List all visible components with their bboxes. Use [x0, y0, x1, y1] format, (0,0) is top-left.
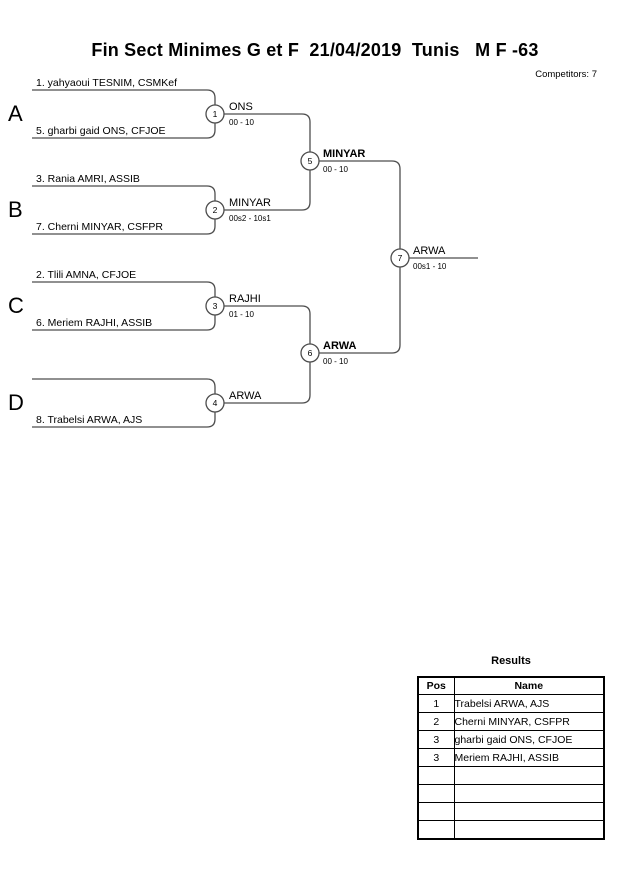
result-name — [453, 784, 605, 803]
page-title: Fin Sect Minimes G et F 21/04/2019 Tunis… — [91, 40, 539, 60]
result-name — [453, 766, 605, 785]
match-circle-3 — [205, 296, 225, 316]
player-name-c-bottom: 6. Meriem RAJHI, ASSIB — [36, 317, 153, 329]
results-row-1: 1 Trabelsi ARWA, AJS — [417, 694, 605, 713]
player-name-a-bottom: 5. gharbi gaid ONS, CFJOE — [36, 125, 166, 137]
match-winner-2: MINYAR — [229, 197, 271, 209]
result-pos: 2 — [417, 712, 455, 731]
bracket-line-a-top — [32, 89, 216, 105]
connector-match2-to-5 — [224, 170, 311, 211]
result-pos — [417, 766, 455, 785]
match-number-5: 5 — [307, 156, 313, 166]
bracket-line-b-bottom — [32, 219, 216, 235]
player-name-d-bottom: 8. Trabelsi ARWA, AJS — [36, 414, 143, 426]
match-number-4: 4 — [212, 398, 218, 408]
result-pos — [417, 802, 455, 821]
match-score-3: 01 - 10 — [229, 310, 254, 319]
bracket-line-d-top — [32, 378, 216, 394]
match-circle-7 — [390, 248, 410, 268]
results-table: Pos Name 1 Trabelsi ARWA, AJS 2 Cherni M… — [417, 676, 605, 840]
results-row-8 — [417, 820, 605, 840]
result-name: Cherni MINYAR, CSFPR — [453, 712, 605, 731]
connector-match3-to-6 — [224, 305, 311, 344]
results-row-7 — [417, 802, 605, 821]
match-circle-2 — [205, 200, 225, 220]
match-circle-1 — [205, 104, 225, 124]
match-score-7: 00s1 - 10 — [413, 262, 447, 271]
match-number-3: 3 — [212, 301, 218, 311]
player-name-b-top: 3. Rania AMRI, ASSIB — [36, 173, 140, 185]
match-score-5: 00 - 10 — [323, 165, 348, 174]
player-name-b-bottom: 7. Cherni MINYAR, CSFPR — [36, 221, 163, 233]
results-header-row: Pos Name — [417, 676, 605, 695]
bracket-lines — [32, 89, 478, 428]
match-score-1: 00 - 10 — [229, 118, 254, 127]
match-circle-6 — [300, 343, 320, 363]
result-pos — [417, 820, 455, 840]
result-name: Trabelsi ARWA, AJS — [453, 694, 605, 713]
match-circle-4 — [205, 393, 225, 413]
bracket-line-c-bottom — [32, 315, 216, 331]
bracket-line-b-top — [32, 185, 216, 201]
match-number-1: 1 — [212, 109, 218, 119]
result-name — [453, 820, 605, 840]
match-number-2: 2 — [212, 205, 218, 215]
results-col-pos: Pos — [417, 676, 455, 695]
result-pos: 3 — [417, 748, 455, 767]
result-pos: 1 — [417, 694, 455, 713]
match-winner-1: ONS — [229, 101, 253, 113]
match-score-2: 00s2 - 10s1 — [229, 214, 271, 223]
match-score-6: 00 - 10 — [323, 357, 348, 366]
bracket-line-a-bottom — [32, 123, 216, 139]
connector-match1-to-5 — [224, 113, 311, 152]
results-col-name: Name — [453, 676, 605, 695]
bracket-line-c-top — [32, 281, 216, 297]
match-winner-7: ARWA — [413, 245, 446, 257]
competitors-count: Competitors: 7 — [535, 69, 597, 80]
result-name: Meriem RAJHI, ASSIB — [453, 748, 605, 767]
result-pos — [417, 784, 455, 803]
section-label-a: A — [8, 101, 23, 126]
section-label-b: B — [8, 197, 23, 222]
match-number-6: 6 — [307, 348, 313, 358]
results-row-6 — [417, 784, 605, 803]
match-winner-5: MINYAR — [323, 148, 366, 160]
connector-match6-to-7 — [319, 267, 401, 354]
results-row-4: 3 Meriem RAJHI, ASSIB — [417, 748, 605, 767]
results-heading: Results — [491, 655, 531, 667]
result-name: gharbi gaid ONS, CFJOE — [453, 730, 605, 749]
bracket-line-d-bottom — [32, 412, 216, 428]
player-name-a-top: 1. yahyaoui TESNIM, CSMKef — [36, 77, 178, 89]
results-row-2: 2 Cherni MINYAR, CSFPR — [417, 712, 605, 731]
result-pos: 3 — [417, 730, 455, 749]
results-row-5 — [417, 766, 605, 785]
connector-match5-to-7 — [319, 160, 401, 249]
player-name-c-top: 2. Tlili AMNA, CFJOE — [36, 269, 137, 281]
connector-match4-to-6 — [224, 362, 311, 404]
section-label-c: C — [8, 293, 24, 318]
match-winner-4: ARWA — [229, 390, 262, 402]
results-row-3: 3 gharbi gaid ONS, CFJOE — [417, 730, 605, 749]
match-circle-5 — [300, 151, 320, 171]
match-number-7: 7 — [397, 253, 403, 263]
section-label-d: D — [8, 390, 24, 415]
result-name — [453, 802, 605, 821]
match-winner-3: RAJHI — [229, 293, 261, 305]
match-winner-6: ARWA — [323, 340, 357, 352]
